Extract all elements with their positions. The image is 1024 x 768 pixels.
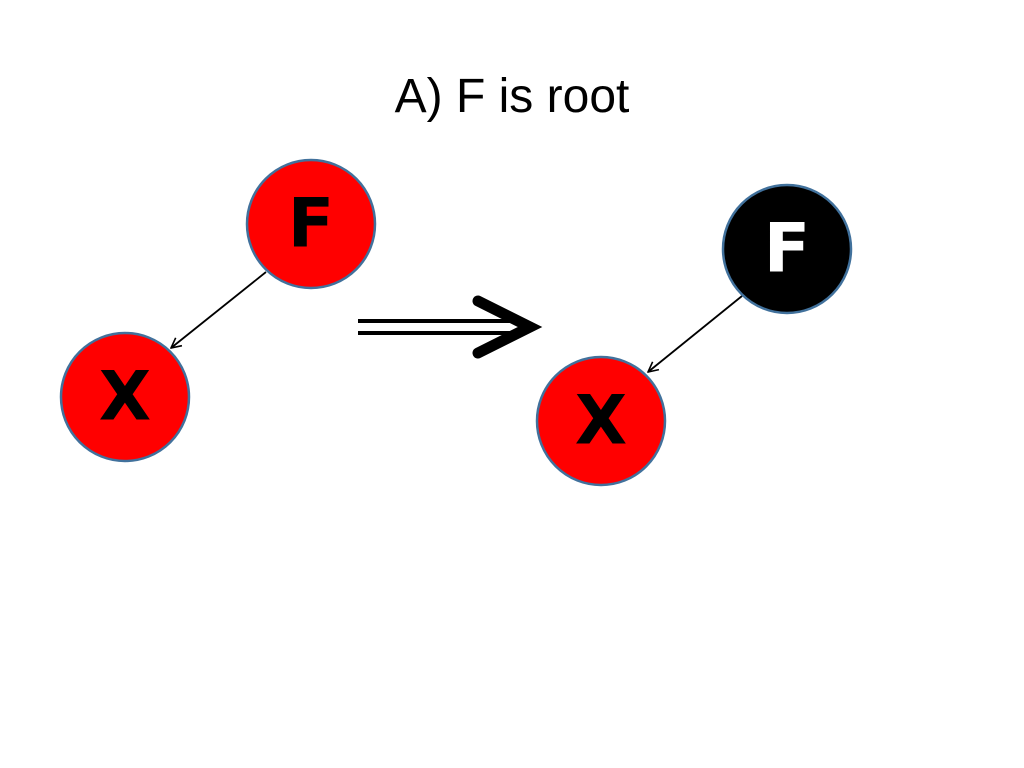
after-tree: F X [535,183,853,487]
transform-arrow-head [472,295,543,359]
before-node-f-label: F [288,185,334,264]
before-node-x-label: X [99,358,151,437]
before-edge-arrow [171,271,267,348]
after-node-f: F [721,183,853,315]
before-node-x: X [59,331,191,463]
after-node-f-label: F [764,210,810,289]
after-node-x-circle [535,355,667,487]
before-node-x-circle [59,331,191,463]
after-node-f-circle [721,183,853,315]
before-node-f: F [245,158,377,290]
before-tree: F X [59,158,377,463]
before-node-f-circle [245,158,377,290]
after-node-x-label: X [575,382,627,461]
after-node-x: X [535,355,667,487]
after-edge-arrow [648,295,743,372]
transform-arrow [358,295,543,359]
slide-title: A) F is root [394,70,630,123]
